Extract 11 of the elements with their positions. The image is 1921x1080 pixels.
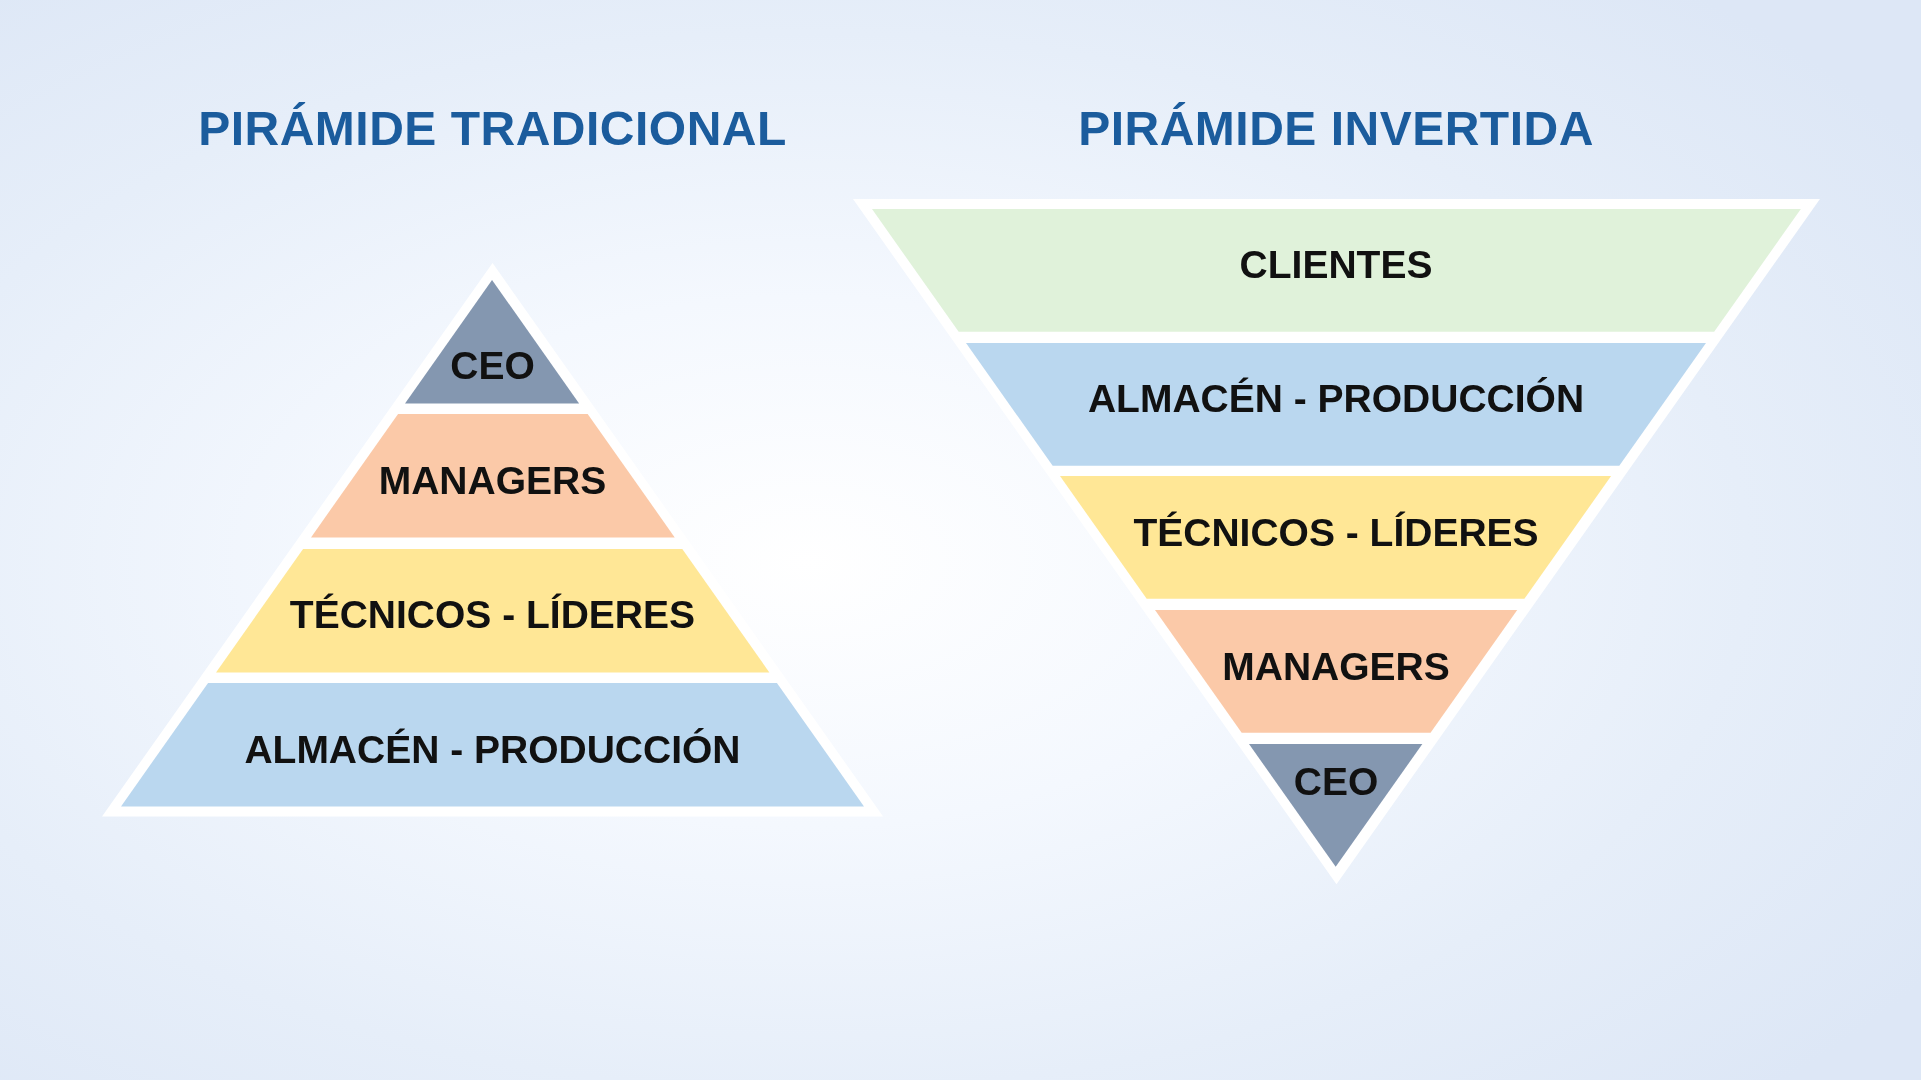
tier-label: TÉCNICOS - LÍDERES <box>289 593 696 638</box>
tier-label: ALMACÉN - PRODUCCIÓN <box>1087 376 1585 422</box>
tier-label: MANAGERS <box>1222 644 1450 690</box>
tier-label: TÉCNICOS - LÍDERES <box>1133 510 1539 556</box>
tier-label: ALMACÉN - PRODUCCIÓN <box>244 727 741 773</box>
pyramid-title: PIRÁMIDE TRADICIONAL <box>198 100 787 157</box>
tier-label: CEO <box>1293 759 1379 804</box>
pyramid-title: PIRÁMIDE INVERTIDA <box>1078 100 1594 157</box>
tier-label: MANAGERS <box>378 458 607 504</box>
tier-label: CEO <box>450 343 535 389</box>
tier-label: CLIENTES <box>1239 242 1433 288</box>
